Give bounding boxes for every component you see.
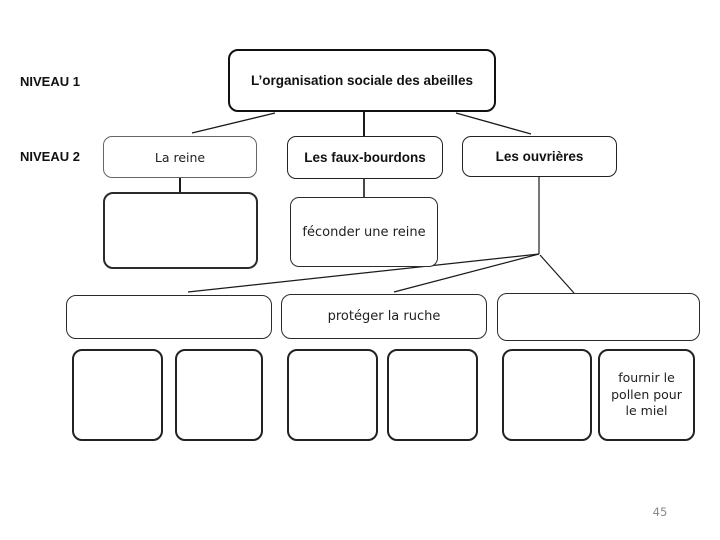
node-drones: Les faux-bourdons	[287, 136, 443, 179]
node-workers: Les ouvrières	[462, 136, 617, 177]
connector-workers-role-3	[539, 254, 575, 294]
node-workers-role-empty-1	[66, 295, 272, 339]
node-queen: La reine	[103, 136, 257, 178]
connector-root-queen	[191, 112, 276, 134]
node-detail-empty-1	[72, 349, 163, 441]
node-root-title: L’organisation sociale des abeilles	[228, 49, 496, 112]
node-workers-role-protect: protéger la ruche	[281, 294, 487, 339]
node-detail-empty-5	[502, 349, 592, 441]
node-detail-empty-4	[387, 349, 478, 441]
page-number: 45	[652, 505, 668, 519]
level-1-label: NIVEAU 1	[20, 74, 80, 89]
node-queen-role-empty	[103, 192, 258, 269]
node-drones-role: féconder une reine	[290, 197, 438, 267]
node-detail-empty-3	[287, 349, 378, 441]
node-detail-pollen: fournir le pollen pour le miel	[598, 349, 695, 441]
node-workers-role-empty-2	[497, 293, 700, 341]
connector-root-workers	[455, 112, 532, 135]
node-detail-empty-2	[175, 349, 263, 441]
level-2-label: NIVEAU 2	[20, 149, 80, 164]
